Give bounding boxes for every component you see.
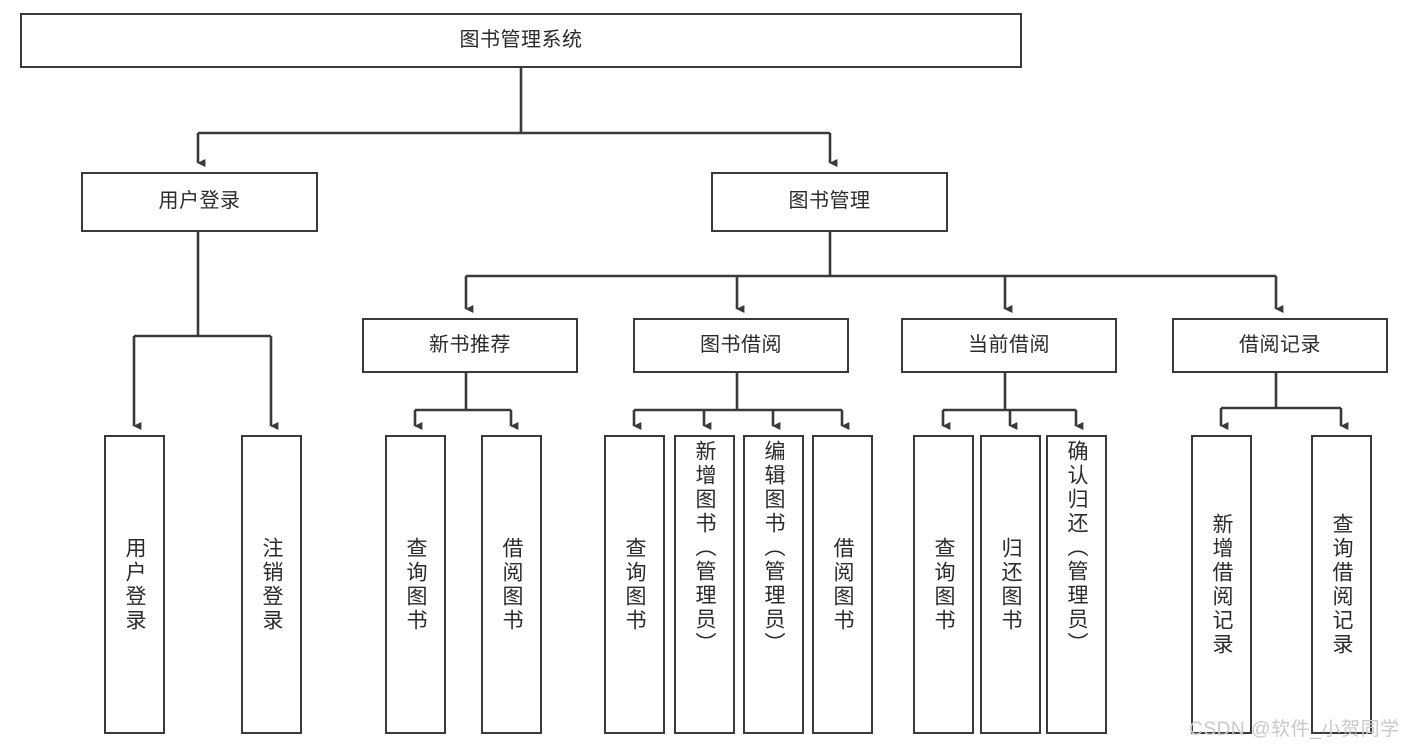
node-user-login[interactable]: 用户登录 <box>81 172 318 232</box>
leaf-borrow-record-1-label: 新增借阅记录 <box>1210 512 1233 657</box>
leaf-current-borrow-3[interactable]: 确认归还（管理员） <box>1046 435 1107 734</box>
leaf-book-borrow-1[interactable]: 查询图书 <box>604 435 665 734</box>
leaf-book-borrow-2[interactable]: 新增图书（管理员） <box>674 435 735 734</box>
node-new-book-recommend-label: 新书推荐 <box>429 333 511 356</box>
leaf-book-borrow-3[interactable]: 编辑图书（管理员） <box>743 435 804 734</box>
leaf-current-borrow-1-label: 查询图书 <box>932 536 955 633</box>
node-book-borrow-label: 图书借阅 <box>700 333 782 356</box>
leaf-new-book-1-label: 查询图书 <box>404 536 427 633</box>
node-borrow-record-label: 借阅记录 <box>1239 333 1321 356</box>
leaf-current-borrow-2[interactable]: 归还图书 <box>980 435 1041 734</box>
leaf-book-borrow-3-label: 编辑图书（管理员） <box>762 440 785 656</box>
leaf-borrow-record-2[interactable]: 查询借阅记录 <box>1311 435 1372 734</box>
leaf-new-book-2-label: 借阅图书 <box>500 536 523 633</box>
node-borrow-record[interactable]: 借阅记录 <box>1172 318 1388 373</box>
node-book-borrow[interactable]: 图书借阅 <box>633 318 849 373</box>
leaf-user-login-2[interactable]: 注销登录 <box>241 435 302 734</box>
leaf-book-borrow-4[interactable]: 借阅图书 <box>812 435 873 734</box>
leaf-borrow-record-1[interactable]: 新增借阅记录 <box>1191 435 1252 734</box>
node-book-manage[interactable]: 图书管理 <box>711 172 948 232</box>
node-current-borrow[interactable]: 当前借阅 <box>901 318 1117 373</box>
leaf-user-login-1[interactable]: 用户登录 <box>104 435 165 734</box>
leaf-current-borrow-2-label: 归还图书 <box>999 536 1022 633</box>
leaf-current-borrow-3-label: 确认归还（管理员） <box>1065 440 1088 656</box>
leaf-new-book-1[interactable]: 查询图书 <box>385 435 446 734</box>
node-root[interactable]: 图书管理系统 <box>20 13 1022 68</box>
leaf-book-borrow-2-label: 新增图书（管理员） <box>693 440 716 656</box>
leaf-borrow-record-2-label: 查询借阅记录 <box>1330 512 1353 657</box>
leaf-book-borrow-1-label: 查询图书 <box>623 536 646 633</box>
node-current-borrow-label: 当前借阅 <box>968 333 1050 356</box>
node-root-label: 图书管理系统 <box>459 28 583 51</box>
node-user-login-label: 用户登录 <box>158 190 241 213</box>
leaf-new-book-2[interactable]: 借阅图书 <box>481 435 542 734</box>
leaf-user-login-1-label: 用户登录 <box>123 536 146 633</box>
node-book-manage-label: 图书管理 <box>788 190 871 213</box>
leaf-book-borrow-4-label: 借阅图书 <box>831 536 854 633</box>
leaf-current-borrow-1[interactable]: 查询图书 <box>913 435 974 734</box>
leaf-user-login-2-label: 注销登录 <box>260 536 283 633</box>
csdn-watermark: CSDN @软件_小贺同学 <box>1189 719 1400 740</box>
node-new-book-recommend[interactable]: 新书推荐 <box>362 318 578 373</box>
